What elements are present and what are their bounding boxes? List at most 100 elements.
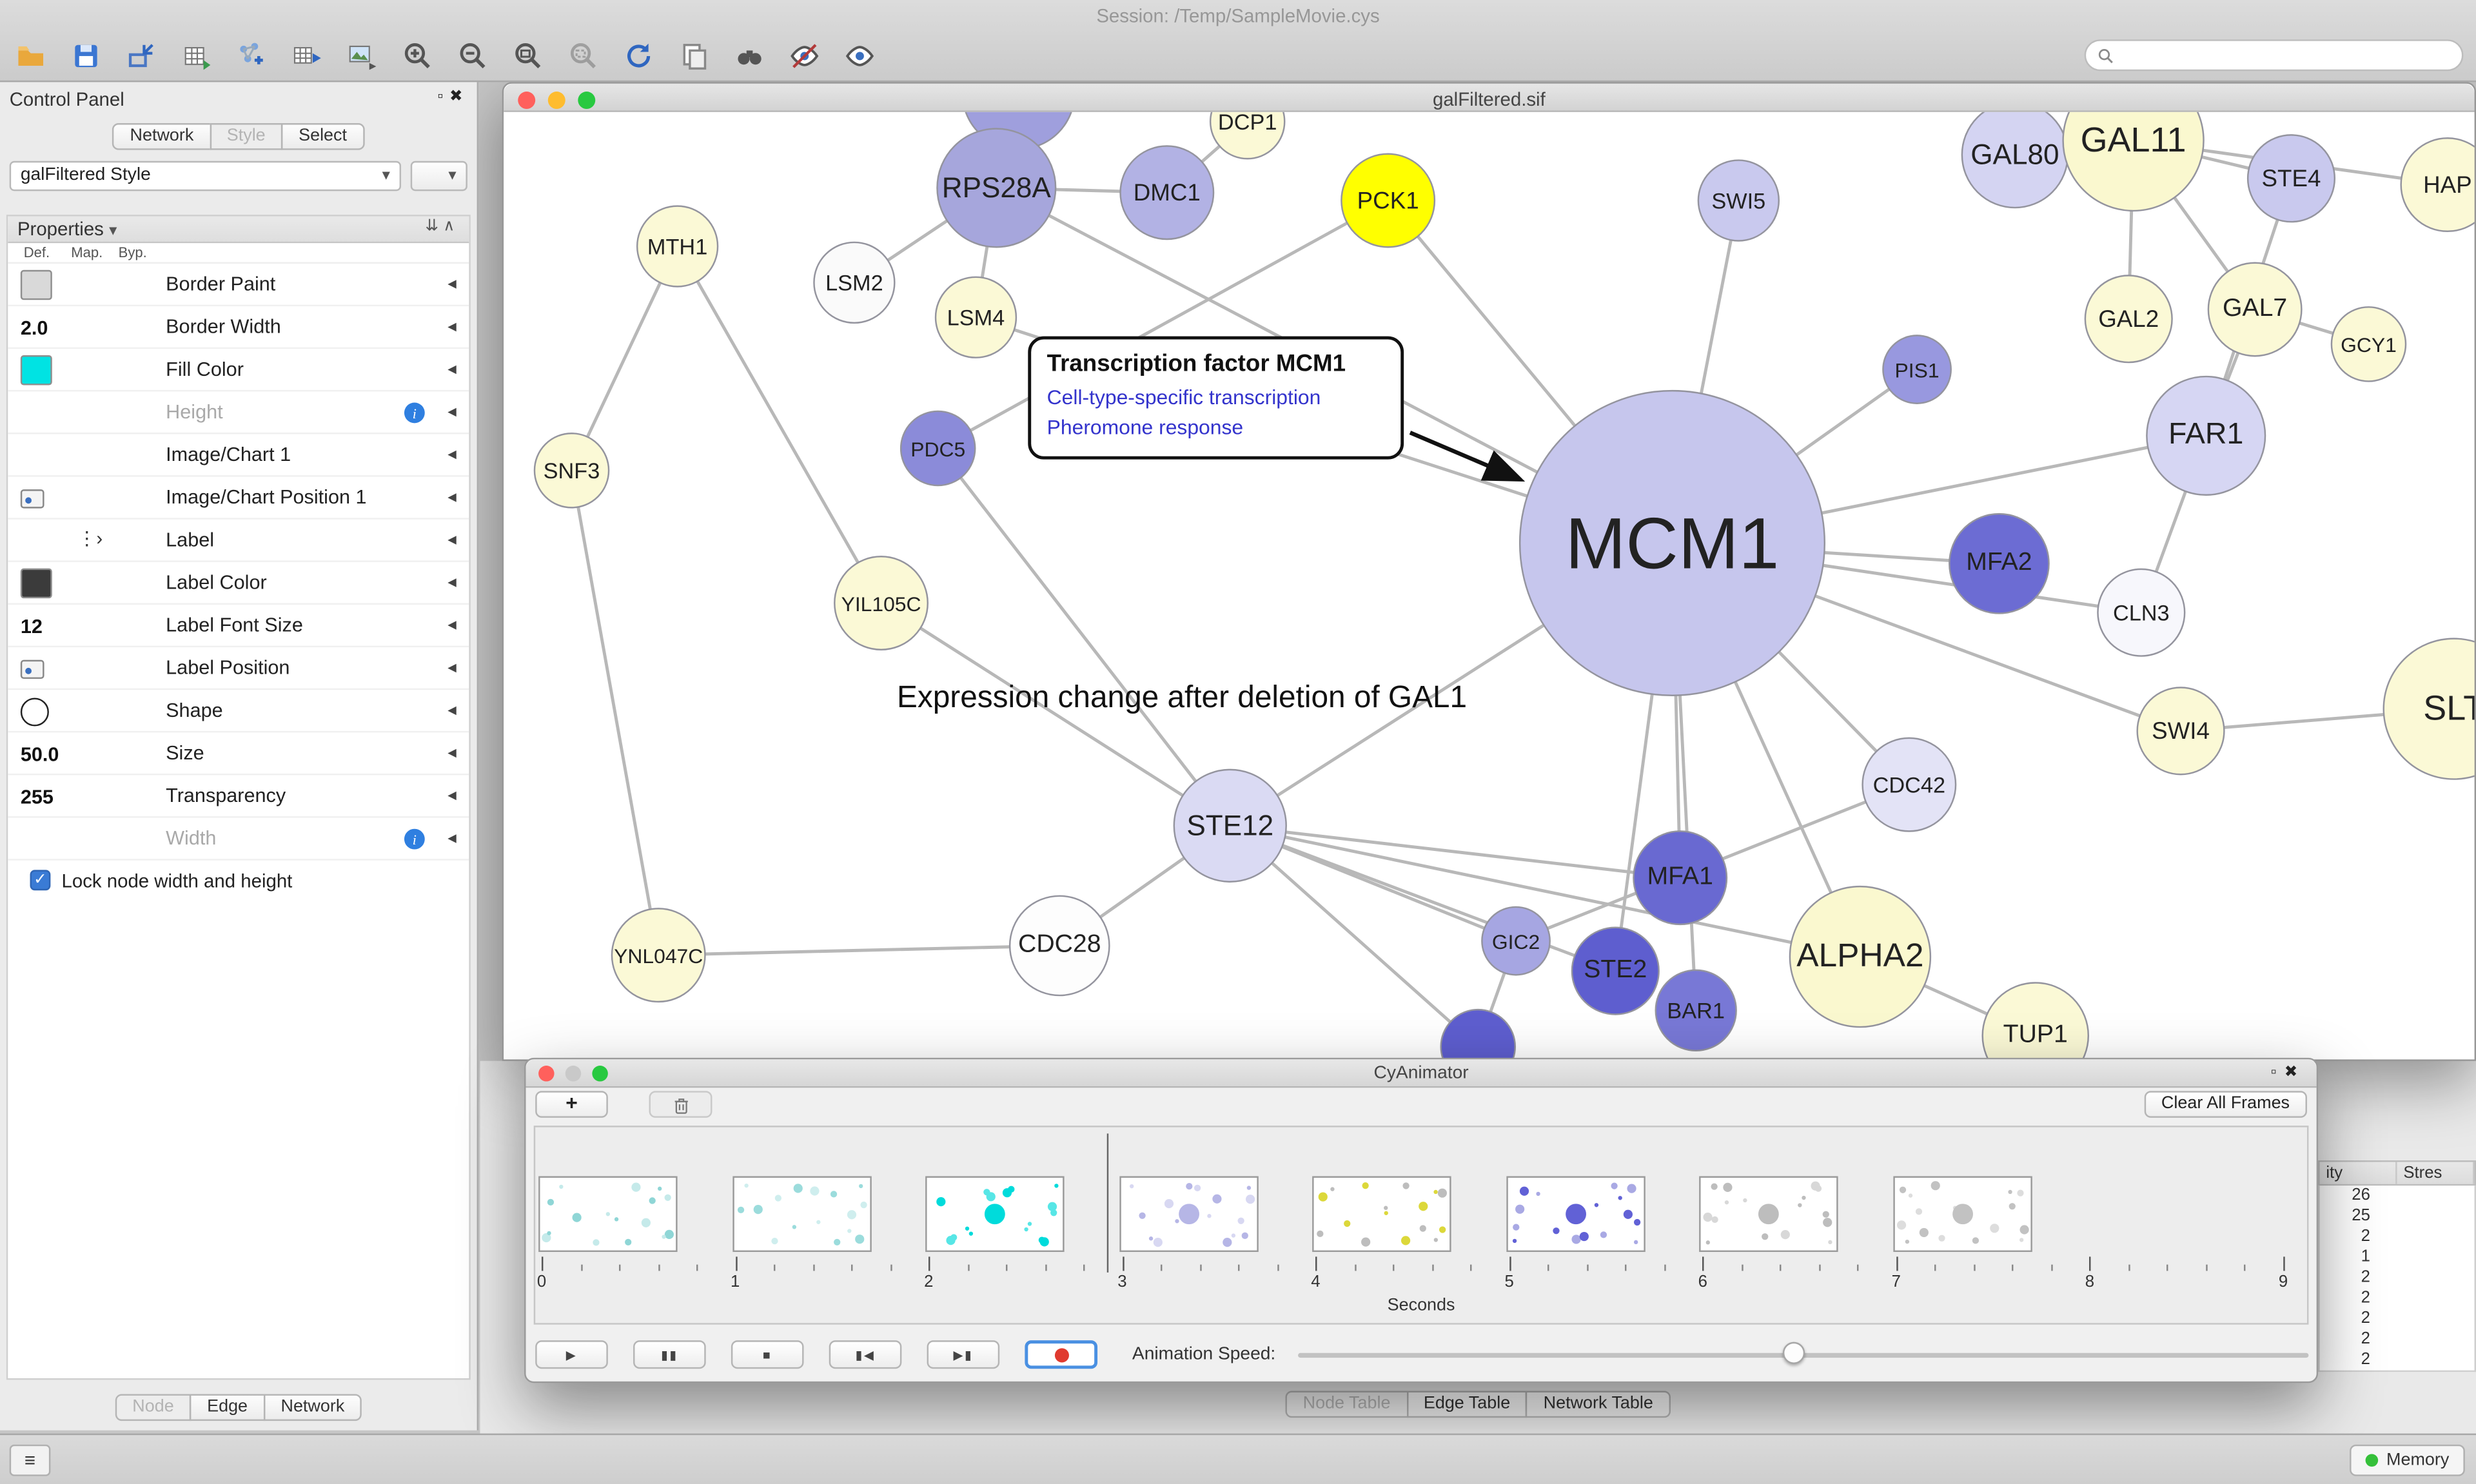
- network-node-gal7[interactable]: GAL7: [2207, 262, 2303, 357]
- table-row[interactable]: 2: [2320, 1309, 2475, 1329]
- tab-network[interactable]: Network: [263, 1394, 362, 1421]
- import-network-icon[interactable]: [113, 33, 169, 77]
- default-value-cell[interactable]: [21, 434, 65, 476]
- default-value-cell[interactable]: [21, 520, 65, 562]
- network-node-cdc42[interactable]: CDC42: [1862, 737, 1957, 832]
- info-icon[interactable]: i: [404, 402, 425, 424]
- frame-thumbnail[interactable]: [1119, 1176, 1258, 1253]
- network-node-gal2[interactable]: GAL2: [2084, 275, 2173, 364]
- table-column-header[interactable]: ity: [2320, 1162, 2397, 1184]
- network-node-alpha2[interactable]: ALPHA2: [1789, 885, 1932, 1028]
- network-node-ste2[interactable]: STE2: [1571, 926, 1660, 1015]
- network-node-mth1[interactable]: MTH1: [636, 205, 719, 288]
- properties-header[interactable]: Properties ▾ ⇊∧: [8, 216, 469, 244]
- default-value-cell[interactable]: [20, 647, 65, 690]
- network-node-snf3[interactable]: SNF3: [533, 433, 610, 509]
- network-node-gic2[interactable]: GIC2: [1481, 906, 1551, 976]
- annotation-link[interactable]: Cell-type-specific transcription: [1046, 385, 1321, 409]
- table-row[interactable]: 2: [2320, 1268, 2475, 1289]
- tab-select[interactable]: Select: [281, 123, 364, 150]
- expand-arrow-icon[interactable]: ◂: [447, 402, 457, 422]
- network-node-gal80[interactable]: GAL80: [1961, 112, 2069, 209]
- network-node-ste4[interactable]: STE4: [2246, 134, 2336, 223]
- network-node-cln3[interactable]: CLN3: [2097, 568, 2186, 657]
- frame-thumbnail[interactable]: [1699, 1176, 1839, 1253]
- expand-arrow-icon[interactable]: ◂: [447, 275, 457, 294]
- table-row[interactable]: 2: [2320, 1227, 2475, 1247]
- tab-node-table[interactable]: Node Table: [1285, 1391, 1408, 1418]
- minimize-window-icon[interactable]: [565, 1066, 582, 1082]
- panel-menu-button[interactable]: ≡: [9, 1444, 51, 1476]
- search-box[interactable]: [2084, 39, 2464, 72]
- pause-button[interactable]: ▮▮: [633, 1340, 706, 1369]
- show-all-icon[interactable]: [832, 33, 888, 77]
- tab-node[interactable]: Node: [115, 1394, 192, 1421]
- network-node-hap[interactable]: HAP: [2400, 137, 2475, 233]
- open-session-icon[interactable]: [3, 33, 59, 77]
- expand-arrow-icon[interactable]: ◂: [447, 360, 457, 379]
- collapse-all-icon[interactable]: ⇊: [425, 217, 444, 235]
- default-value-cell[interactable]: [20, 562, 65, 605]
- property-row-image-chart-1[interactable]: Image/Chart 1◂: [8, 434, 469, 477]
- speed-slider-thumb[interactable]: [1782, 1342, 1805, 1364]
- expand-arrow-icon[interactable]: ◂: [447, 317, 457, 337]
- frame-thumbnail[interactable]: [925, 1176, 1065, 1253]
- frame-thumbnail[interactable]: [1312, 1176, 1452, 1253]
- annotation-box[interactable]: Transcription factor MCM1 Cell-type-spec…: [1028, 336, 1404, 459]
- expand-arrow-icon[interactable]: ◂: [447, 786, 457, 805]
- zoom-out-icon[interactable]: [446, 33, 501, 77]
- hide-selected-icon[interactable]: [777, 33, 832, 77]
- frame-thumbnail[interactable]: [732, 1176, 871, 1253]
- table-row[interactable]: 1: [2320, 1247, 2475, 1268]
- playhead[interactable]: [1106, 1133, 1109, 1273]
- network-node-bar1[interactable]: BAR1: [1655, 969, 1737, 1052]
- search-input[interactable]: [2122, 46, 2451, 65]
- expand-icon[interactable]: ∧: [443, 217, 460, 235]
- table-row[interactable]: 2: [2320, 1350, 2475, 1371]
- default-value-cell[interactable]: [21, 391, 65, 434]
- expand-arrow-icon[interactable]: ◂: [447, 616, 457, 635]
- play-button[interactable]: ▶: [535, 1340, 608, 1369]
- network-node-ste12[interactable]: STE12: [1173, 768, 1287, 883]
- default-value-cell[interactable]: [20, 349, 65, 391]
- info-icon[interactable]: i: [404, 828, 425, 850]
- next-button[interactable]: ▶▮: [927, 1340, 1000, 1369]
- expand-arrow-icon[interactable]: ◂: [447, 701, 457, 720]
- network-node-mfa1[interactable]: MFA1: [1633, 830, 1728, 926]
- float-panel-icon[interactable]: ▫: [2270, 1064, 2284, 1082]
- close-window-icon[interactable]: [538, 1066, 555, 1082]
- frame-thumbnail[interactable]: [1892, 1176, 2032, 1253]
- lock-size-checkbox[interactable]: ✓: [30, 870, 51, 891]
- search-network-icon[interactable]: [722, 33, 777, 77]
- close-panel-icon[interactable]: ✖: [2284, 1064, 2306, 1082]
- network-node-pck1[interactable]: PCK1: [1341, 153, 1436, 248]
- property-row-shape[interactable]: Shape◂: [8, 690, 469, 733]
- save-session-icon[interactable]: [59, 33, 114, 77]
- network-node-mfa2[interactable]: MFA2: [1949, 513, 2050, 614]
- style-options-button[interactable]: ▾: [410, 161, 467, 191]
- network-node-lsm2[interactable]: LSM2: [813, 241, 896, 324]
- default-value-cell[interactable]: 12: [21, 605, 65, 647]
- property-row-image-chart-position-1[interactable]: Image/Chart Position 1◂: [8, 477, 469, 520]
- frame-thumbnail[interactable]: [1506, 1176, 1646, 1253]
- property-row-fill-color[interactable]: Fill Color◂: [8, 349, 469, 392]
- memory-button[interactable]: Memory: [2350, 1444, 2465, 1476]
- table-row[interactable]: 25: [2320, 1206, 2475, 1227]
- expand-arrow-icon[interactable]: ◂: [447, 572, 457, 592]
- expand-arrow-icon[interactable]: ◂: [447, 487, 457, 507]
- expand-arrow-icon[interactable]: ◂: [447, 743, 457, 763]
- default-value-cell[interactable]: [20, 690, 65, 732]
- add-frame-button[interactable]: +: [535, 1091, 608, 1118]
- property-row-label[interactable]: ⋮›Label◂: [8, 520, 469, 562]
- network-node-dmc1[interactable]: DMC1: [1119, 145, 1215, 240]
- tab-style[interactable]: Style: [209, 123, 283, 150]
- table-row[interactable]: 26: [2320, 1186, 2475, 1206]
- minimize-window-icon[interactable]: [547, 92, 565, 109]
